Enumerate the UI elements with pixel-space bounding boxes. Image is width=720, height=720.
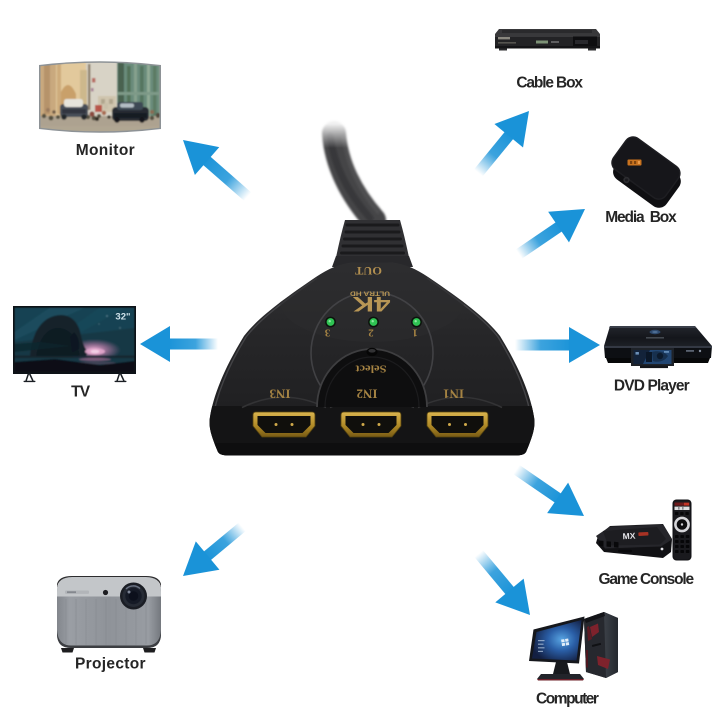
svg-text:4K: 4K [353,292,391,315]
svg-text:32ʺ: 32ʺ [115,312,130,323]
svg-text:ULTRA HD: ULTRA HD [350,290,390,297]
svg-text:IN1: IN1 [443,387,464,402]
svg-text:Monitor: Monitor [76,142,135,159]
svg-text:IN3: IN3 [269,387,290,402]
svg-text:Select: Select [355,363,386,375]
svg-text:TV: TV [71,384,91,401]
svg-text:DVD Player: DVD Player [614,377,690,394]
svg-text:Game Console: Game Console [598,571,694,588]
svg-text:MX: MX [622,531,636,542]
svg-text:Projector: Projector [75,655,146,672]
svg-text:3: 3 [324,327,330,339]
svg-text:IN2: IN2 [357,387,378,402]
svg-text:OUT: OUT [355,264,382,278]
svg-text:Computer: Computer [536,690,599,707]
svg-text:1: 1 [412,327,418,339]
svg-text:2: 2 [368,327,374,339]
svg-text:Media Box: Media Box [605,209,677,226]
svg-text:Cable Box: Cable Box [516,75,583,92]
